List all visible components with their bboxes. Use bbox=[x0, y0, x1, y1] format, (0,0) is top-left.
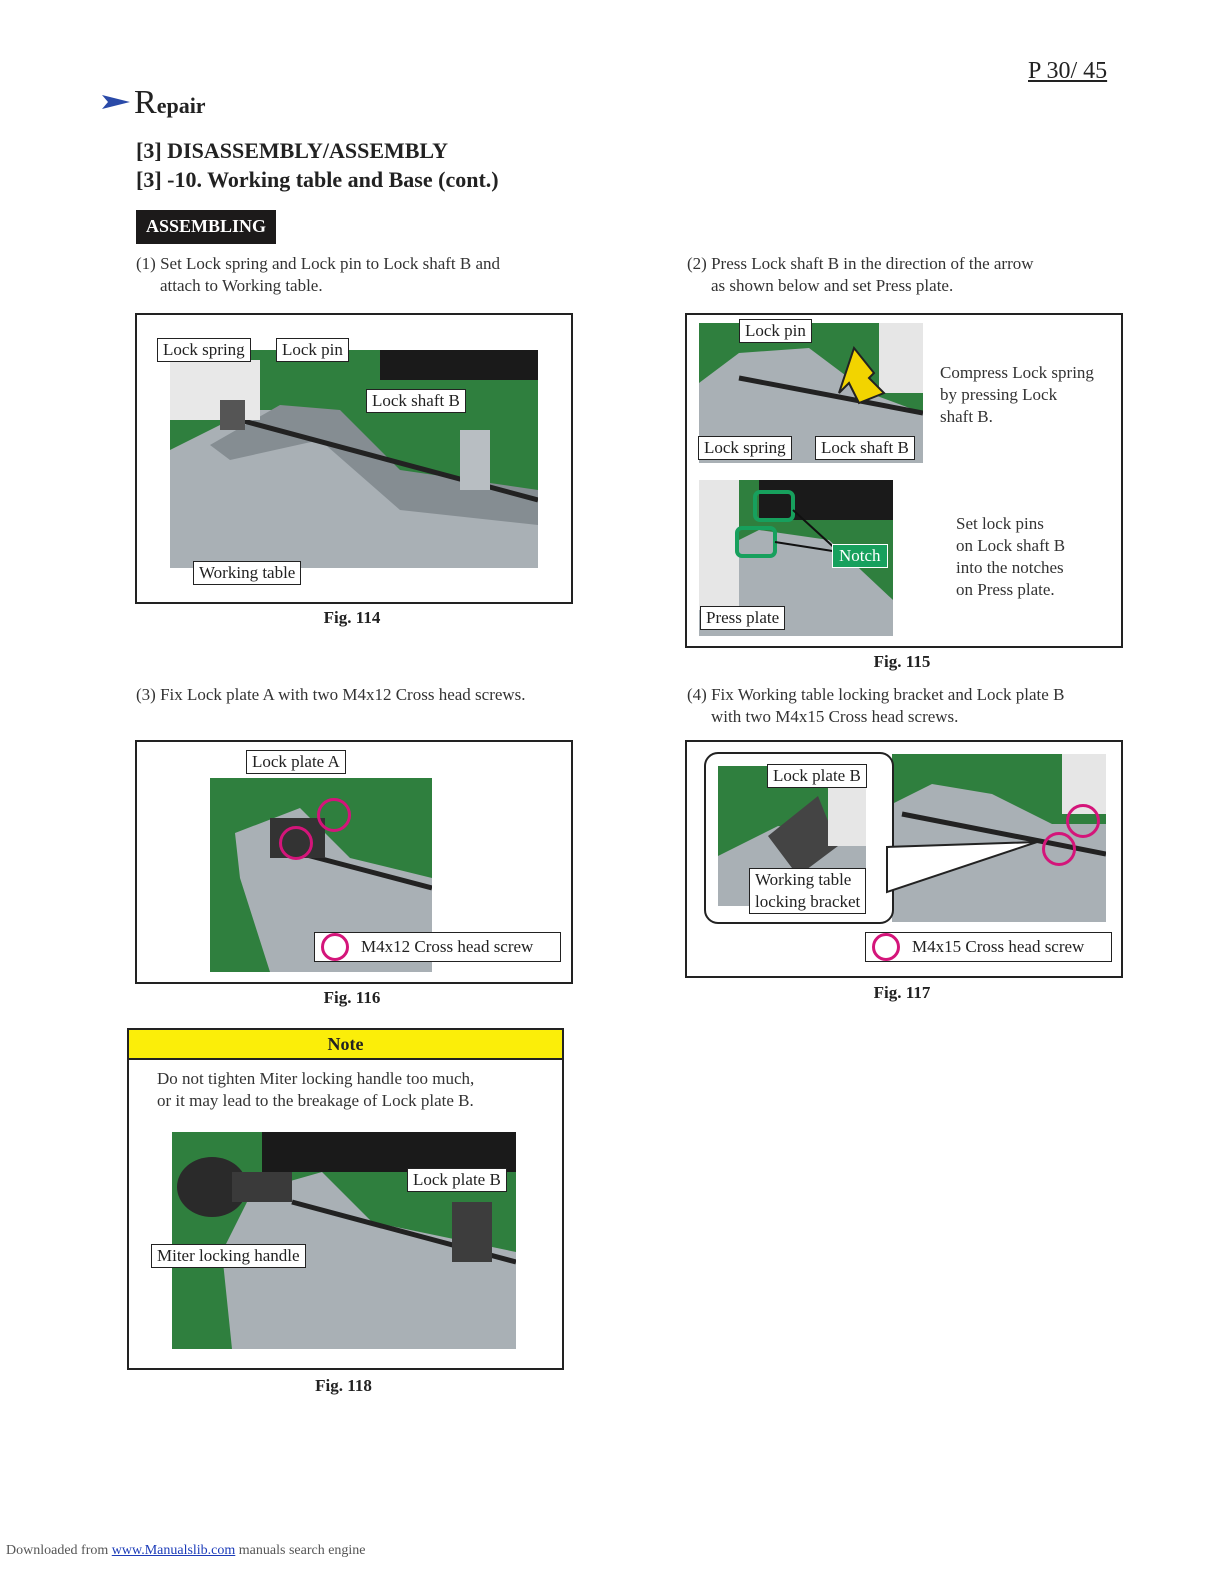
figure-115: Lock pin Lock spring Lock shaft B Compre… bbox=[685, 313, 1123, 648]
fig-117-caption: Fig. 117 bbox=[873, 983, 931, 1002]
fig117-screw-circle-1 bbox=[1066, 804, 1100, 838]
fig115-text-top-line-2: by pressing Lock bbox=[940, 385, 1058, 404]
fig-115-caption: Fig. 115 bbox=[873, 652, 931, 671]
fig-118-caption: Fig. 118 bbox=[315, 1376, 372, 1395]
fig115-top-illustration bbox=[699, 323, 923, 463]
fig117-legend-text: M4x15 Cross head screw bbox=[912, 937, 1085, 956]
step-3-text: (3) Fix Lock plate A with two M4x12 Cros… bbox=[136, 684, 656, 706]
step-2-line-2: as shown below and set Press plate. bbox=[711, 276, 954, 295]
bracket-label-line-1: Working table bbox=[755, 870, 852, 889]
label-lock-plate-b: Lock plate B bbox=[767, 764, 867, 788]
step-1-line-1: (1) Set Lock spring and Lock pin to Lock… bbox=[136, 254, 501, 273]
label-working-table-locking-bracket: Working table locking bracket bbox=[749, 868, 867, 914]
step-4-line-1: (4) Fix Working table locking bracket an… bbox=[687, 685, 1065, 704]
fig115-photo-top bbox=[699, 323, 923, 463]
assembling-badge: ASSEMBLING bbox=[136, 210, 276, 244]
step-1-line-2: attach to Working table. bbox=[160, 276, 323, 295]
fig116-legend-text: M4x12 Cross head screw bbox=[361, 937, 534, 956]
notch-label: Notch bbox=[832, 544, 888, 568]
step-4-line-2: with two M4x15 Cross head screws. bbox=[711, 707, 959, 726]
step-1-text: (1) Set Lock spring and Lock pin to Lock… bbox=[136, 253, 656, 297]
fig117-legend-circle-icon bbox=[872, 933, 900, 961]
fig115-text-bottom-line-3: into the notches bbox=[956, 558, 1064, 577]
fig117-screw-circle-2 bbox=[1042, 832, 1076, 866]
fig118-illustration bbox=[172, 1132, 516, 1349]
bracket-label-line-2: locking bracket bbox=[755, 892, 861, 911]
step-2-text: (2) Press Lock shaft B in the direction … bbox=[687, 253, 1207, 297]
fig115-label-lock-spring: Lock spring bbox=[698, 436, 792, 460]
fig114-photo bbox=[170, 350, 538, 568]
figure-114: Lock spring Lock pin Lock shaft B Workin… bbox=[135, 313, 573, 604]
section-line-1: [3] DISASSEMBLY/ASSEMBLY bbox=[136, 138, 448, 163]
fig115-text-top-line-3: shaft B. bbox=[940, 407, 993, 426]
fig115-text-bottom: Set lock pins on Lock shaft B into the n… bbox=[956, 513, 1065, 601]
fig118-label-lock-plate-b: Lock plate B bbox=[407, 1168, 507, 1192]
section-line-2: [3] -10. Working table and Base (cont.) bbox=[136, 167, 499, 192]
note-line-1: Do not tighten Miter locking handle too … bbox=[157, 1069, 475, 1088]
figure-116: Lock plate A M4x12 Cross head screw bbox=[135, 740, 573, 984]
footer-prefix: Downloaded from bbox=[6, 1543, 112, 1558]
fig115-label-press-plate: Press plate bbox=[700, 606, 786, 630]
page-title: Repair bbox=[134, 84, 206, 122]
step-3-line-1: (3) Fix Lock plate A with two M4x12 Cros… bbox=[136, 685, 526, 704]
section-arrow-icon bbox=[102, 95, 130, 109]
manualslib-link[interactable]: www.Manualslib.com bbox=[111, 1543, 236, 1558]
fig115-text-top-line-1: Compress Lock spring bbox=[940, 363, 1094, 382]
label-lock-spring: Lock spring bbox=[157, 338, 251, 362]
label-lock-plate-a: Lock plate A bbox=[246, 750, 346, 774]
fig-116-caption: Fig. 116 bbox=[323, 988, 381, 1007]
note-title: Note bbox=[129, 1030, 562, 1060]
note-box: Note Do not tighten Miter locking handle… bbox=[127, 1028, 564, 1370]
figure-117: Lock plate B Working table locking brack… bbox=[685, 740, 1123, 978]
screw-circle-1 bbox=[317, 798, 351, 832]
footer: Downloaded from www.Manualslib.com manua… bbox=[6, 1543, 366, 1559]
screw-circle-2 bbox=[279, 826, 313, 860]
legend-circle-icon bbox=[321, 933, 349, 961]
fig115-label-lock-pin: Lock pin bbox=[739, 319, 812, 343]
note-text: Do not tighten Miter locking handle too … bbox=[157, 1068, 474, 1112]
fig114-illustration bbox=[170, 350, 538, 568]
label-working-table: Working table bbox=[193, 561, 302, 585]
title-rest: epair bbox=[156, 93, 206, 118]
page-number: P 30/ 45 bbox=[1028, 58, 1108, 84]
label-lock-pin: Lock pin bbox=[276, 338, 349, 362]
label-miter-locking-handle: Miter locking handle bbox=[151, 1244, 306, 1268]
fig117-legend: M4x15 Cross head screw bbox=[865, 932, 1112, 962]
fig115-label-lock-shaft-b: Lock shaft B bbox=[815, 436, 915, 460]
note-line-2: or it may lead to the breakage of Lock p… bbox=[157, 1091, 474, 1110]
fig117-pointer bbox=[886, 841, 1038, 894]
footer-suffix: manuals search engine bbox=[235, 1543, 366, 1558]
fig115-text-bottom-line-2: on Lock shaft B bbox=[956, 536, 1066, 555]
fig115-text-bottom-line-4: on Press plate. bbox=[956, 580, 1055, 599]
fig116-legend: M4x12 Cross head screw bbox=[314, 932, 561, 962]
fig115-text-bottom-line-1: Set lock pins bbox=[956, 514, 1044, 533]
step-2-line-1: (2) Press Lock shaft B in the direction … bbox=[687, 254, 1034, 273]
fig115-text-top: Compress Lock spring by pressing Lock sh… bbox=[940, 362, 1094, 428]
fig118-photo bbox=[172, 1132, 516, 1349]
fig-114-caption: Fig. 114 bbox=[323, 608, 381, 627]
title-initial: R bbox=[134, 84, 157, 121]
section-heading: [3] DISASSEMBLY/ASSEMBLY [3] -10. Workin… bbox=[136, 136, 499, 194]
fig117-photo-main bbox=[892, 754, 1106, 922]
label-lock-shaft-b: Lock shaft B bbox=[366, 389, 466, 413]
step-4-text: (4) Fix Working table locking bracket an… bbox=[687, 684, 1207, 728]
